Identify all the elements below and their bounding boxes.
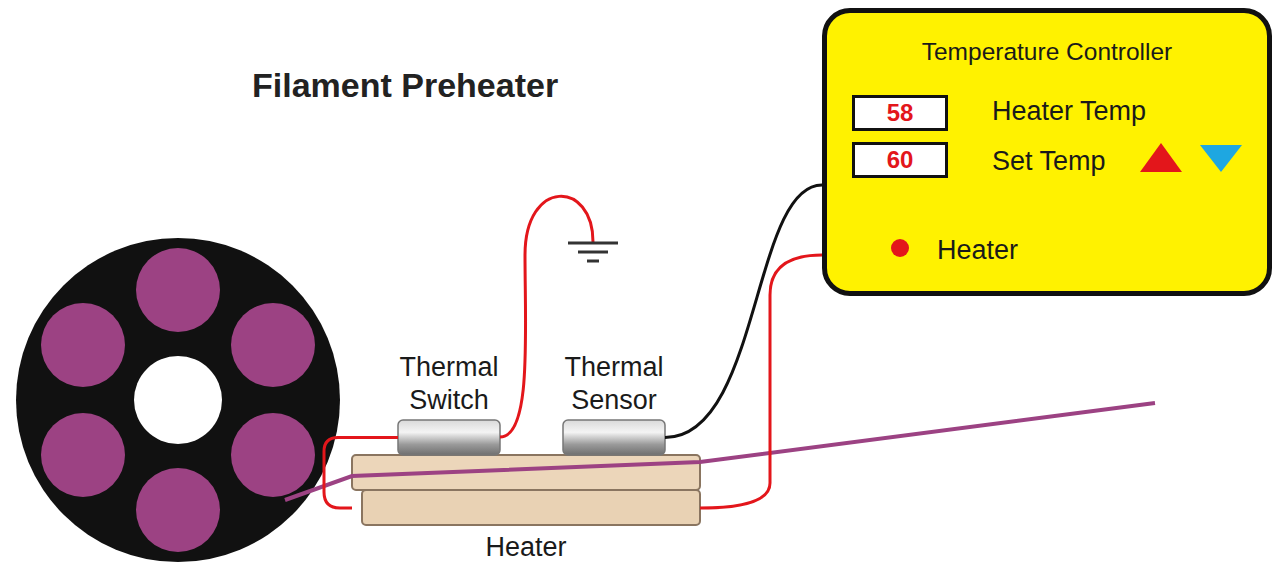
ground-bar (587, 260, 599, 263)
thermal-switch-body (398, 420, 500, 455)
spool-window (136, 248, 220, 332)
controller-title: Temperature Controller (827, 37, 1267, 66)
spool-window (231, 303, 315, 387)
wire (324, 438, 398, 509)
part-label: Thermal Switch (384, 351, 514, 416)
wire (700, 255, 822, 508)
spool-window (231, 413, 315, 497)
wire (665, 185, 822, 438)
heater: Heater (352, 455, 700, 525)
diagram-title: Filament Preheater (252, 66, 558, 105)
filament-line (285, 403, 1155, 500)
reading-label: Heater Temp (992, 95, 1146, 127)
reading-label: Set Temp (992, 145, 1106, 177)
display-window: 60 (852, 142, 948, 178)
spool-window (41, 303, 125, 387)
spool-window (136, 468, 220, 552)
display-window: 58 (852, 95, 948, 131)
up-button (1140, 143, 1182, 172)
spool-hub (134, 356, 222, 444)
thermal-sensor-body (563, 420, 665, 455)
ground-symbol (568, 243, 618, 261)
heater-rod (362, 490, 700, 525)
spool-disc (16, 238, 340, 562)
display-value: 60 (855, 145, 945, 175)
part-label: Heater (446, 531, 606, 563)
indicator-label: Heater (937, 234, 1018, 266)
thermal-switch: Thermal Switch (398, 420, 500, 455)
controller-box: Temperature ControllerHeater TempSet Tem… (822, 8, 1272, 296)
ground-bar (578, 251, 608, 254)
heater-indicator (891, 239, 909, 257)
thermal-sensor: Thermal Sensor (563, 420, 665, 455)
ground-bar (568, 242, 618, 245)
filament-spool (16, 238, 340, 562)
display-value: 58 (855, 98, 945, 128)
part-label: Thermal Sensor (549, 351, 679, 416)
spool-window (41, 413, 125, 497)
down-button (1200, 145, 1242, 172)
